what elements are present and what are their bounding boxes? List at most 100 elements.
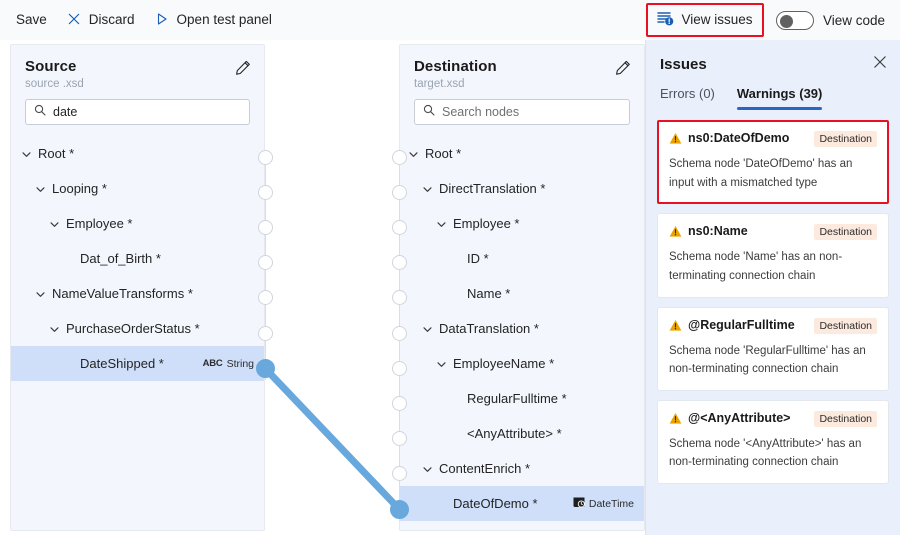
- tree-node-label: ID *: [467, 251, 489, 266]
- issue-description: Schema node 'Name' has an non-terminatin…: [669, 251, 843, 282]
- destination-search-placeholder: Search nodes: [442, 105, 520, 119]
- connector-handle[interactable]: [392, 360, 407, 376]
- destination-pencil-icon[interactable]: [614, 59, 632, 77]
- chevron-down-icon[interactable]: [422, 462, 435, 475]
- connector-handle[interactable]: [392, 431, 407, 447]
- issue-description: Schema node 'RegularFulltime' has an non…: [669, 344, 866, 376]
- discard-label: Discard: [88, 12, 135, 28]
- tree-node-row[interactable]: ContentEnrich *: [400, 451, 644, 486]
- tree-node-row[interactable]: Looping *: [11, 171, 264, 206]
- tree-node-label: Root *: [38, 146, 75, 161]
- view-issues-button[interactable]: View issues: [657, 10, 753, 31]
- tree-node-label: ContentEnrich *: [439, 461, 531, 476]
- tree-node-row[interactable]: Root *: [11, 136, 264, 171]
- tree-node-label: <AnyAttribute> *: [467, 426, 562, 441]
- tree-node-row[interactable]: Dat_of_Birth *: [11, 241, 264, 276]
- source-pencil-icon[interactable]: [234, 59, 252, 77]
- issues-tab[interactable]: Warnings (39): [736, 86, 823, 110]
- tree-node-row[interactable]: NameValueTransforms *: [11, 276, 264, 311]
- chevron-down-icon[interactable]: [35, 287, 48, 300]
- source-tree: Root * Looping * Employee * Dat_of_Birth * N…: [11, 136, 264, 381]
- search-icon: [423, 103, 435, 121]
- connector-handle[interactable]: [392, 325, 407, 341]
- connector-handle[interactable]: [392, 149, 407, 165]
- issue-card-header: @<AnyAttribute>Destination: [669, 410, 877, 430]
- tree-node-label: DataTranslation *: [439, 321, 539, 336]
- tree-node-row[interactable]: RegularFulltime *: [400, 381, 644, 416]
- issues-header: Issues: [646, 40, 900, 74]
- chevron-down-icon[interactable]: [422, 322, 435, 335]
- connector-handle[interactable]: [258, 290, 273, 306]
- tree-node-row[interactable]: Employee *: [400, 206, 644, 241]
- connector-handle[interactable]: [258, 184, 273, 200]
- source-panel-header: Source source .xsd: [11, 45, 264, 90]
- search-icon: [34, 103, 46, 121]
- tree-node-row[interactable]: EmployeeName *: [400, 346, 644, 381]
- connector-handle[interactable]: [258, 325, 273, 341]
- save-label: Save: [16, 12, 47, 28]
- connector-handle[interactable]: [392, 290, 407, 306]
- datetime-icon: [573, 496, 585, 511]
- tree-node-label: Employee *: [66, 216, 133, 231]
- tree-node-row[interactable]: <AnyAttribute> *: [400, 416, 644, 451]
- close-icon[interactable]: [872, 54, 888, 75]
- chevron-down-icon[interactable]: [49, 217, 62, 230]
- issues-panel: Issues Errors (0) Warnings (39) ns0:DateO…: [645, 40, 900, 535]
- tree-node-row[interactable]: DataTranslation *: [400, 311, 644, 346]
- save-button[interactable]: Save: [14, 6, 57, 34]
- source-search-value: date: [53, 105, 78, 119]
- open-test-panel-button[interactable]: Open test panel: [145, 6, 282, 34]
- tree-node-row[interactable]: DirectTranslation *: [400, 171, 644, 206]
- connector-handle[interactable]: [392, 466, 407, 482]
- chevron-down-icon[interactable]: [422, 182, 435, 195]
- chevron-down-icon[interactable]: [35, 182, 48, 195]
- destination-search-input[interactable]: Search nodes: [414, 99, 630, 125]
- connector-handle[interactable]: [258, 219, 273, 235]
- connector-handle[interactable]: [392, 395, 407, 411]
- source-title: Source: [25, 58, 77, 75]
- tree-node-row[interactable]: PurchaseOrderStatus *: [11, 311, 264, 346]
- tree-node-row[interactable]: Name *: [400, 276, 644, 311]
- tree-node-row[interactable]: Employee *: [11, 206, 264, 241]
- chevron-down-icon[interactable]: [21, 147, 34, 160]
- issue-name: ns0:DateOfDemo: [688, 131, 790, 145]
- chevron-down-icon[interactable]: [49, 322, 62, 335]
- connector-handle-connected[interactable]: [256, 358, 275, 378]
- connector-handle-connected[interactable]: [390, 499, 409, 519]
- issues-tab[interactable]: Errors (0): [660, 86, 715, 101]
- connector-handle[interactable]: [392, 219, 407, 235]
- discard-button[interactable]: Discard: [57, 6, 145, 34]
- chevron-down-icon[interactable]: [436, 217, 449, 230]
- tree-node-row[interactable]: ID *: [400, 241, 644, 276]
- issue-source-tag: Destination: [814, 317, 877, 334]
- tree-node-row[interactable]: Root *: [400, 136, 644, 171]
- destination-title: Destination: [414, 58, 497, 75]
- tree-node-label: Dat_of_Birth *: [80, 251, 161, 266]
- connector-handle[interactable]: [392, 184, 407, 200]
- destination-panel-header: Destination target.xsd: [400, 45, 644, 90]
- source-search-input[interactable]: date: [25, 99, 250, 125]
- chevron-down-icon[interactable]: [408, 147, 421, 160]
- chevron-down-icon[interactable]: [436, 357, 449, 370]
- warning-triangle-icon: [669, 319, 682, 337]
- connector-handle[interactable]: [258, 149, 273, 165]
- abc-string-icon: ABC: [202, 358, 223, 369]
- connector-handle[interactable]: [392, 255, 407, 271]
- tree-node-row[interactable]: DateOfDemo *DateTime: [400, 486, 644, 521]
- view-code-toggle-group: View code: [776, 11, 885, 30]
- connector-handle[interactable]: [258, 255, 273, 271]
- view-code-toggle[interactable]: [776, 11, 814, 30]
- issue-description: Schema node 'DateOfDemo' has an input wi…: [669, 158, 853, 189]
- tree-node-label: NameValueTransforms *: [52, 286, 193, 301]
- issues-tabs: Errors (0) Warnings (39): [646, 74, 900, 110]
- destination-panel: Destination target.xsd Search nodes Root…: [399, 44, 645, 531]
